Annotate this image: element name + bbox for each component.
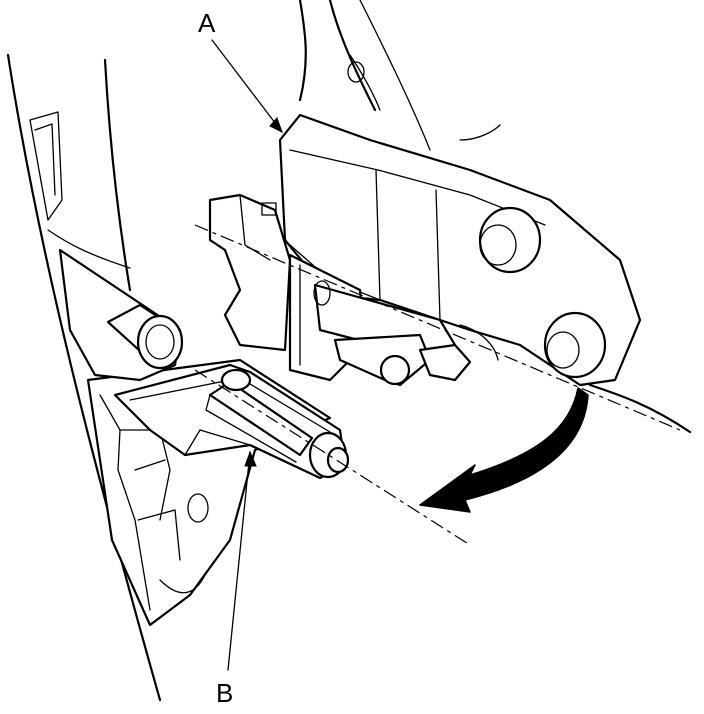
hinge-pin (313, 280, 499, 387)
callout-b: B (216, 678, 234, 708)
centerline-lower (194, 369, 471, 546)
callout-a: A (198, 8, 216, 38)
centerline-upper (194, 224, 681, 431)
leader-arrow-b (244, 450, 257, 467)
door-pillar (6, 53, 162, 702)
leader-line-b (227, 451, 251, 671)
leader-arrow-a (269, 117, 283, 134)
rotation-arrow (419, 387, 589, 513)
hinge-link-arm (113, 363, 350, 480)
reference-edge (588, 383, 692, 434)
leader-line-a (211, 39, 283, 133)
pivot-boss (58, 248, 184, 382)
